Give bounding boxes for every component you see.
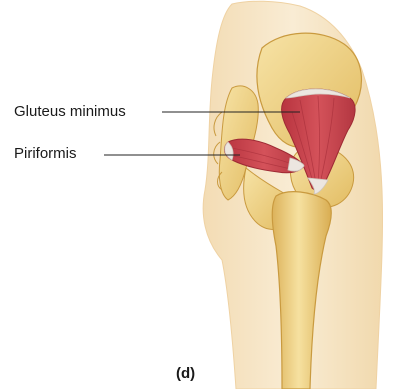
gluteus-minimus-label: Gluteus minimus [14,104,126,119]
piriformis-label: Piriformis [14,146,77,161]
panel-letter: (d) [176,365,195,382]
